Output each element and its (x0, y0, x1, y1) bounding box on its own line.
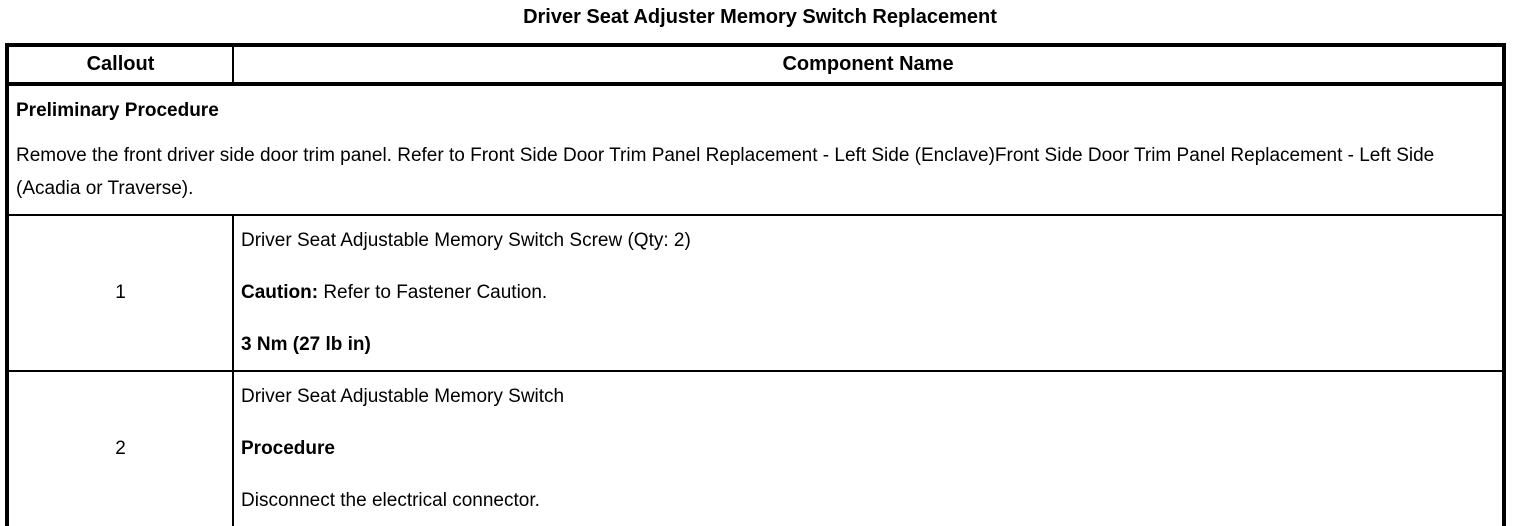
component-name-cell: Driver Seat Adjustable Memory Switch Pro… (232, 370, 1505, 526)
page-title: Driver Seat Adjuster Memory Switch Repla… (523, 6, 997, 28)
component-line-bold: Procedure (241, 438, 335, 459)
table-header-row: Callout Component Name (6, 44, 1505, 86)
component-line: 3 Nm (27 lb in) (241, 328, 1495, 361)
component-line-text: Refer to Fastener Caution. (318, 282, 548, 303)
component-column-header: Component Name (232, 44, 1505, 86)
component-line-text: Driver Seat Adjustable Memory Switch Scr… (241, 230, 691, 251)
component-line: Procedure (241, 432, 1495, 465)
callout-number: 1 (6, 214, 234, 372)
preliminary-procedure-row: Preliminary Procedure Remove the front d… (6, 83, 1505, 216)
callout-column-header: Callout (6, 44, 234, 86)
table-row: 2 Driver Seat Adjustable Memory Switch P… (6, 370, 1505, 526)
component-line-bold: 3 Nm (27 lb in) (241, 334, 371, 355)
component-line: Driver Seat Adjustable Memory Switch (241, 380, 1495, 413)
component-name-cell: Driver Seat Adjustable Memory Switch Scr… (232, 214, 1505, 372)
component-line-text: Disconnect the electrical connector. (241, 490, 540, 511)
component-line: Caution: Refer to Fastener Caution. (241, 276, 1495, 309)
component-line: Disconnect the electrical connector. (241, 484, 1495, 517)
component-line-text: Driver Seat Adjustable Memory Switch (241, 386, 565, 407)
component-table: Callout Component Name Preliminary Proce… (5, 43, 1506, 526)
callout-number: 2 (6, 370, 234, 526)
preliminary-procedure-cell: Preliminary Procedure Remove the front d… (6, 83, 1505, 216)
component-line: Driver Seat Adjustable Memory Switch Scr… (241, 224, 1495, 257)
component-line-bold: Caution: (241, 282, 319, 303)
preliminary-procedure-heading: Preliminary Procedure (16, 100, 219, 121)
table-row: 1 Driver Seat Adjustable Memory Switch S… (6, 214, 1505, 372)
preliminary-procedure-text: Remove the front driver side door trim p… (16, 145, 1435, 199)
